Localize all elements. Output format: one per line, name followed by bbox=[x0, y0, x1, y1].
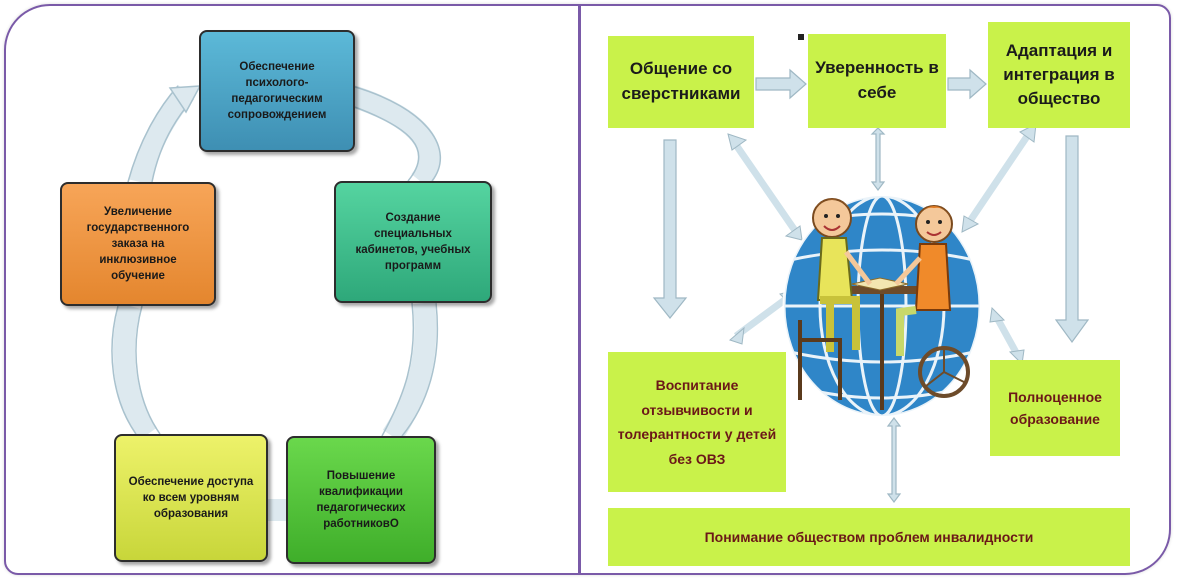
children-illustration bbox=[798, 198, 970, 410]
box-peer-communication: Общение со сверстниками bbox=[608, 36, 754, 128]
box-adaptation: Адаптация и интеграция в общество bbox=[988, 22, 1130, 128]
stray-dot bbox=[798, 34, 804, 40]
cycle-box-access: Обеспечение доступа ко всем уровням обра… bbox=[114, 434, 268, 562]
cycle-box-access-label: Обеспечение доступа ко всем уровням обра… bbox=[128, 475, 254, 521]
cycle-arrow-top-right bbox=[348, 85, 441, 188]
cycle-arrow-right bbox=[382, 301, 437, 443]
panel-divider bbox=[578, 6, 581, 575]
box-society-understanding-label: Понимание обществом проблем инвалидности bbox=[704, 529, 1034, 545]
cycle-box-state-order-label: Увеличение государственного заказа на ин… bbox=[86, 205, 190, 283]
cycle-ring bbox=[113, 84, 441, 521]
box-peer-communication-label: Общение со сверстниками bbox=[621, 59, 741, 103]
arrow-globe-understanding bbox=[886, 417, 902, 503]
cycle-box-special-cabinets: Создание специальных кабинетов, учебных … bbox=[334, 181, 492, 303]
cycle-box-psych-support: Обеспечение психолого-педагогическим соп… bbox=[199, 30, 355, 152]
box-adaptation-label: Адаптация и интеграция в общество bbox=[1003, 41, 1115, 108]
arrow-peers-down bbox=[652, 139, 688, 319]
cycle-arrowhead bbox=[168, 85, 202, 114]
box-full-education-label: Полноценное образование bbox=[1008, 388, 1102, 427]
box-tolerance-upbringing: Воспитание отзывчивости и толерантности … bbox=[608, 352, 786, 492]
box-self-confidence-label: Уверенность в себе bbox=[815, 58, 939, 102]
box-full-education: Полноценное образование bbox=[990, 360, 1120, 456]
arrow-confidence-adaptation bbox=[947, 68, 987, 100]
cycle-arrow-left-bottom bbox=[113, 303, 158, 441]
cycle-box-qualification: Повышение квалификации педагогических ра… bbox=[286, 436, 436, 564]
cycle-box-qualification-label: Повышение квалификации педагогических ра… bbox=[316, 469, 406, 531]
arrow-peers-confidence bbox=[755, 68, 807, 100]
cycle-box-special-cabinets-label: Создание специальных кабинетов, учебных … bbox=[355, 211, 471, 273]
box-tolerance-upbringing-label: Воспитание отзывчивости и толерантности … bbox=[617, 377, 777, 467]
box-society-understanding: Понимание обществом проблем инвалидности bbox=[608, 508, 1130, 566]
cycle-box-psych-support-label: Обеспечение психолого-педагогическим соп… bbox=[227, 60, 327, 122]
arrow-adaptation-down bbox=[1054, 135, 1090, 344]
box-self-confidence: Уверенность в себе bbox=[808, 34, 946, 128]
cycle-box-state-order: Увеличение государственного заказа на ин… bbox=[60, 182, 216, 306]
arrow-confidence-globe bbox=[870, 127, 886, 191]
